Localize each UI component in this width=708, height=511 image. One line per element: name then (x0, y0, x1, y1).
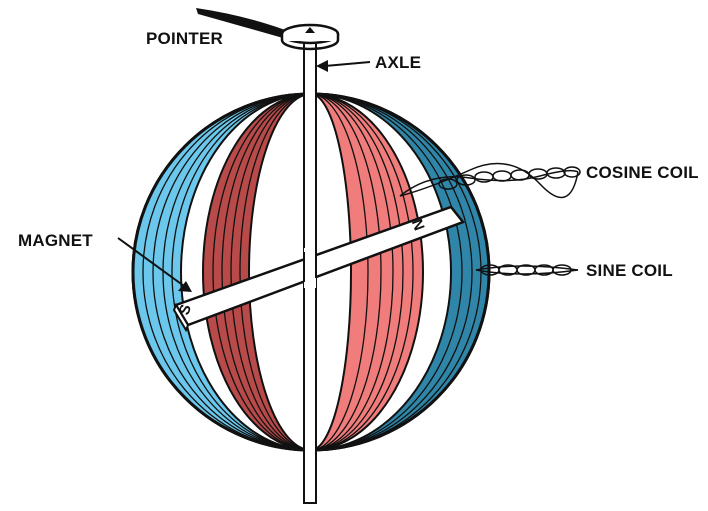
pointer-label: POINTER (146, 29, 223, 48)
magnet-leader (117, 237, 192, 292)
cosine-coil-right (310, 94, 424, 450)
sine-coil-label: SINE COIL (586, 261, 673, 280)
cosine-coil-left (202, 94, 312, 450)
magnet-label: MAGNET (18, 231, 93, 250)
sine-coil-leads (475, 264, 579, 276)
cosine-coil-leads (399, 162, 581, 199)
axle-label: AXLE (375, 53, 421, 72)
pointer (196, 8, 340, 51)
magnet-bar: S N (172, 205, 466, 333)
cosine-coil-label: COSINE COIL (586, 163, 699, 182)
axle-leader (316, 60, 371, 72)
